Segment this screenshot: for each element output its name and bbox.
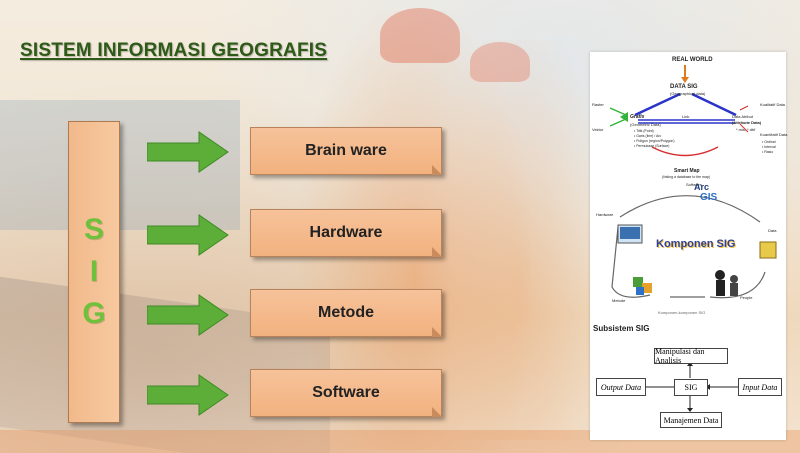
sig-letter-g: G: [82, 297, 106, 330]
real-world-label: REAL WORLD: [672, 57, 713, 63]
data-atribut-sub: (Attribute Data): [732, 120, 762, 125]
kuantitatif-item: • Ordinal: [762, 140, 776, 144]
hardware-label: Hardware: [596, 212, 614, 217]
grafis-label: Grafis: [630, 114, 645, 120]
people-label: People: [740, 295, 753, 300]
software-label: Software: [686, 182, 702, 187]
grafis-item: • Garis (line) / Arc: [634, 134, 662, 138]
sig-center-box: SIG: [674, 379, 708, 396]
data-structure-diagram: [609, 65, 749, 157]
komponen-title: Komponen SIG: [656, 238, 736, 250]
manajemen-box: Manajemen Data: [660, 412, 722, 428]
grafis-item: • Titik (Point): [634, 129, 654, 133]
smart-map-label: Smart Map: [674, 168, 700, 174]
vektor-label: Vektor: [592, 127, 604, 132]
arc-label: Arc: [694, 182, 710, 192]
komponen-diagram: [611, 195, 777, 299]
sig-letter-i: I: [89, 255, 99, 288]
kualitatif-label: Kualitatif Data: [760, 102, 785, 107]
gis-label: GIS: [700, 192, 718, 203]
component-metode: Metode: [250, 289, 442, 337]
raster-label: Raster: [592, 102, 604, 107]
data-sig-label: DATA SIG: [670, 84, 698, 90]
kuantitatif-item: • Rasio: [762, 150, 774, 154]
component-label: Hardware: [309, 224, 383, 241]
kuantitatif-label: Kuantitatif Data: [760, 132, 788, 137]
component-hardware: Hardware: [250, 209, 442, 257]
output-box: Output Data: [596, 378, 646, 396]
subsistem-title: Subsistem SIG: [593, 324, 650, 333]
component-software: Software: [250, 369, 442, 417]
arrow-right-icon: [147, 294, 229, 336]
background-worker-back: [440, 40, 600, 440]
arrow-right-icon: [147, 131, 229, 173]
metode-label: Metode: [612, 298, 626, 303]
background-helmet-front: [380, 8, 460, 63]
background-helmet-back: [470, 42, 530, 82]
grafis-item: • Poligon (region/Polygon): [634, 139, 675, 143]
component-brainware: Brain ware: [250, 127, 442, 175]
slide-title: SISTEM INFORMASI GEOGRAFIS: [20, 40, 328, 61]
input-box: Input Data: [738, 378, 782, 396]
data-atribut-label: Data Atribut: [732, 114, 753, 119]
arrow-right-icon: [147, 374, 229, 416]
sig-letter-s: S: [83, 213, 104, 246]
component-label: Metode: [318, 304, 374, 321]
sig-box: S I G: [68, 121, 120, 423]
grafis-sub: (Geometric Data): [630, 122, 661, 127]
smart-map-sub: (linking a database to the map): [662, 175, 711, 179]
link-label: Link: [682, 114, 690, 119]
data-sig-sub: (Geographical data): [670, 91, 706, 96]
komponen-caption: Komponen-komponen SIG: [658, 310, 706, 315]
arrow-right-icon: [147, 214, 229, 256]
component-label: Software: [312, 384, 380, 401]
data-label: Data: [768, 228, 777, 233]
manipulasi-box: Manipulasi dan Analisis: [654, 347, 728, 365]
sig-figure-panel: REAL WORLD DATA SIG (Geographical data) …: [590, 52, 788, 440]
data-atribut-ext: *.mis, *.dbf: [736, 127, 756, 132]
component-label: Brain ware: [305, 142, 387, 159]
kuantitatif-item: • Interval: [762, 145, 776, 149]
grafis-item: • Permukaan (Surface): [634, 144, 670, 148]
